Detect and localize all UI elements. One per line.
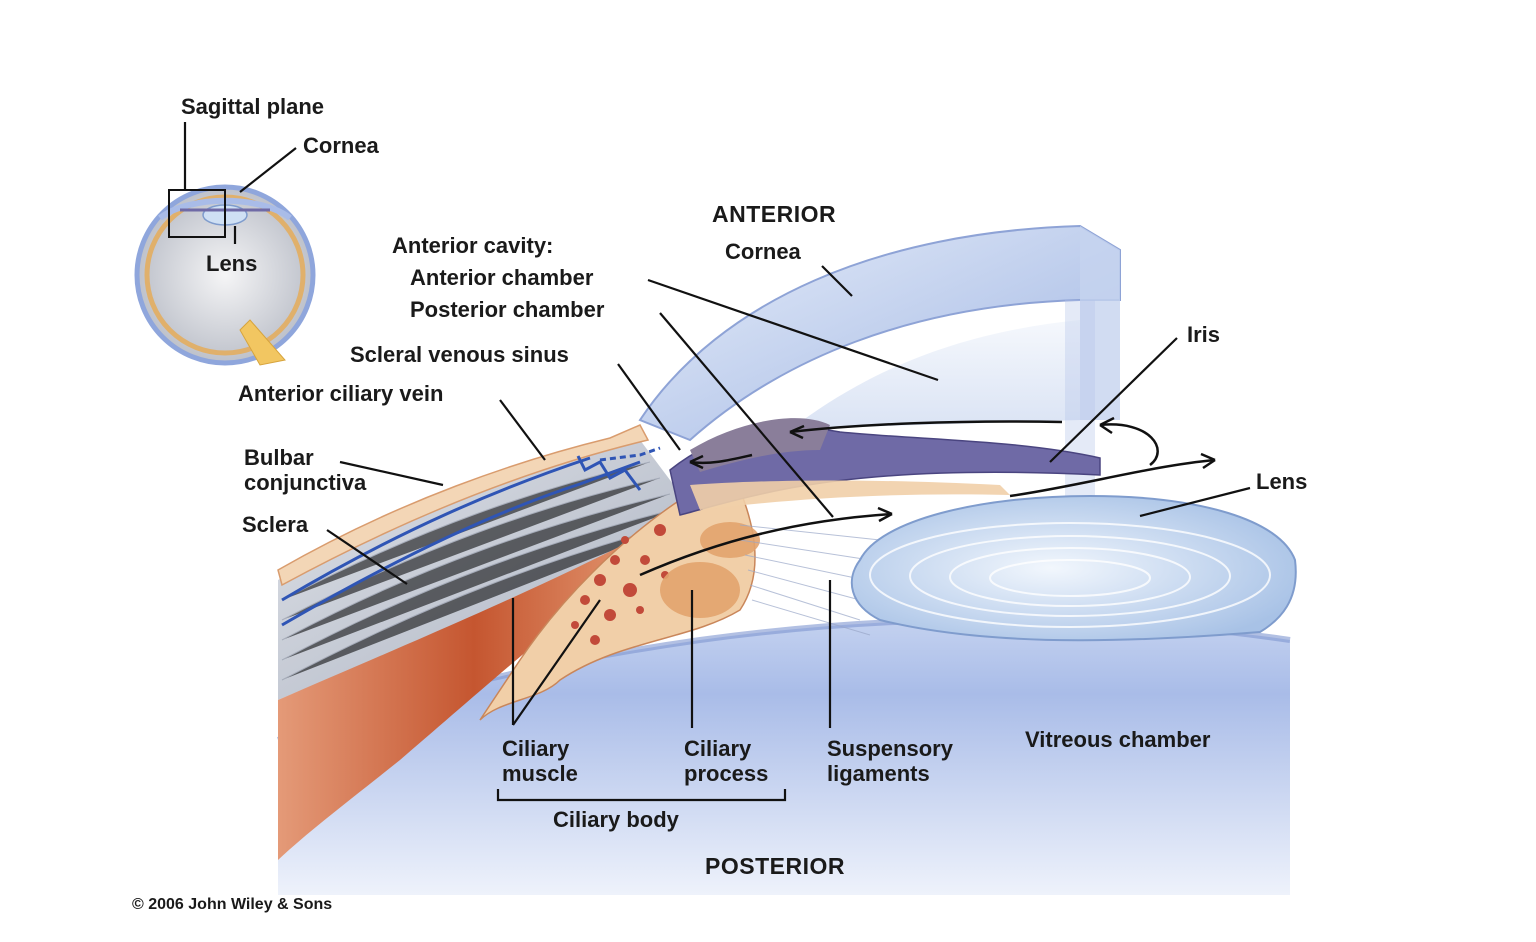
conjunctiva-shape — [277, 424, 650, 587]
copyright-notice: © 2006 John Wiley & Sons — [132, 896, 333, 913]
label-bulbar-conjunctiva-2: conjunctiva — [244, 470, 367, 495]
anterior-chamber-region — [790, 320, 1080, 430]
label-cornea-inset: Cornea — [303, 133, 379, 158]
leader-lines — [183, 122, 1251, 802]
label-sagittal-plane: Sagittal plane — [181, 94, 325, 119]
label-iris: Iris — [1187, 322, 1221, 347]
lens-shape — [850, 494, 1297, 642]
label-vitreous-chamber: Vitreous chamber — [1025, 727, 1211, 752]
label-suspensory-ligaments-1: Suspensory — [827, 736, 953, 761]
label-posterior: POSTERIOR — [705, 853, 845, 879]
suspensory-ligament-fibers — [739, 524, 881, 636]
label-ciliary-muscle-1: Ciliary — [502, 736, 570, 761]
label-ciliary-body: Ciliary body — [553, 807, 679, 832]
label-sclera: Sclera — [242, 512, 309, 537]
cornea-shape — [638, 224, 1121, 500]
label-suspensory-ligaments-2: ligaments — [827, 761, 930, 786]
label-lens: Lens — [1256, 469, 1308, 494]
label-anterior: ANTERIOR — [712, 201, 837, 227]
label-cornea: Cornea — [725, 239, 801, 264]
label-bulbar-conjunctiva-1: Bulbar — [244, 445, 314, 470]
aqueous-flow-arrows — [639, 416, 1216, 577]
label-ciliary-process-1: Ciliary — [684, 736, 752, 761]
label-lens-inset: Lens — [206, 251, 258, 276]
label-posterior-chamber: Posterior chamber — [410, 297, 605, 322]
label-scleral-venous-sinus: Scleral venous sinus — [350, 342, 569, 367]
inset-eye-diagram — [134, 184, 316, 366]
label-anterior-cavity: Anterior cavity: — [392, 233, 554, 258]
label-anterior-chamber: Anterior chamber — [410, 265, 594, 290]
label-anterior-ciliary-vein: Anterior ciliary vein — [238, 381, 444, 406]
label-ciliary-process-2: process — [684, 761, 769, 786]
ciliary-body-shape — [479, 489, 760, 721]
label-ciliary-muscle-2: muscle — [502, 761, 578, 786]
ciliary-veins — [281, 446, 661, 627]
